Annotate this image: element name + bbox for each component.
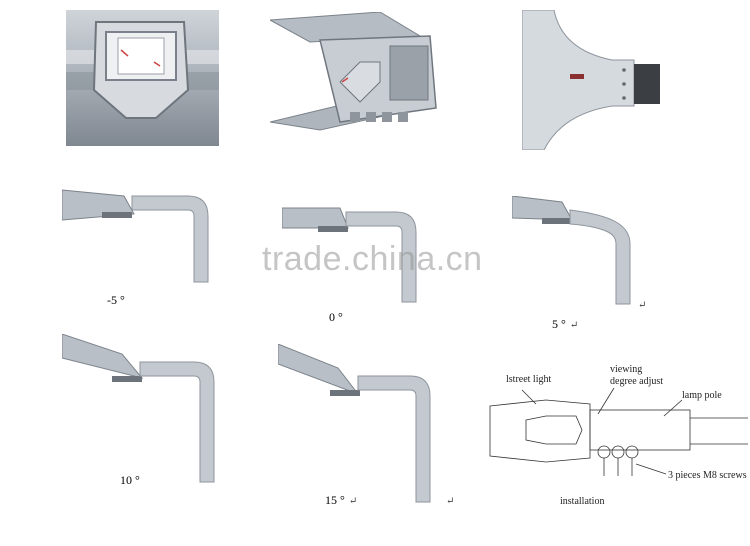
watermark: trade.china.cn <box>262 240 483 278</box>
angle-view-15 <box>277 343 438 504</box>
angle-view-10 <box>61 333 222 484</box>
angle-label-minus5: -5 ° <box>107 293 125 307</box>
installation-diagram: lstreet light viewing degree adjust lamp… <box>486 360 750 510</box>
return-mark-2: ↵ <box>446 496 455 507</box>
diagram-label-street-light: lstreet light <box>506 374 551 385</box>
return-mark: ↵ <box>638 300 647 311</box>
top-view-clamp <box>66 10 219 146</box>
diagram-label-screws: 3 pieces M8 screws <box>668 470 747 481</box>
diagram-label-installation: installation <box>560 496 604 507</box>
diagram-label-lamp-pole: lamp pole <box>682 390 722 401</box>
angle-view-minus5 <box>61 186 217 286</box>
angle-label-0: 0 ° <box>329 310 343 324</box>
angle-label-10: 10 ° <box>120 473 140 487</box>
angle-view-0 <box>281 204 422 304</box>
angle-label-15: 15 °↵ <box>325 493 358 507</box>
top-view-housing <box>268 11 446 136</box>
diagram-label-viewing: viewing <box>610 364 642 375</box>
top-view-joint <box>521 9 660 151</box>
angle-label-5: 5 °↵ <box>552 317 579 331</box>
angle-view-5 <box>511 195 637 306</box>
diagram-label-degree-adjust: degree adjust <box>610 376 663 387</box>
